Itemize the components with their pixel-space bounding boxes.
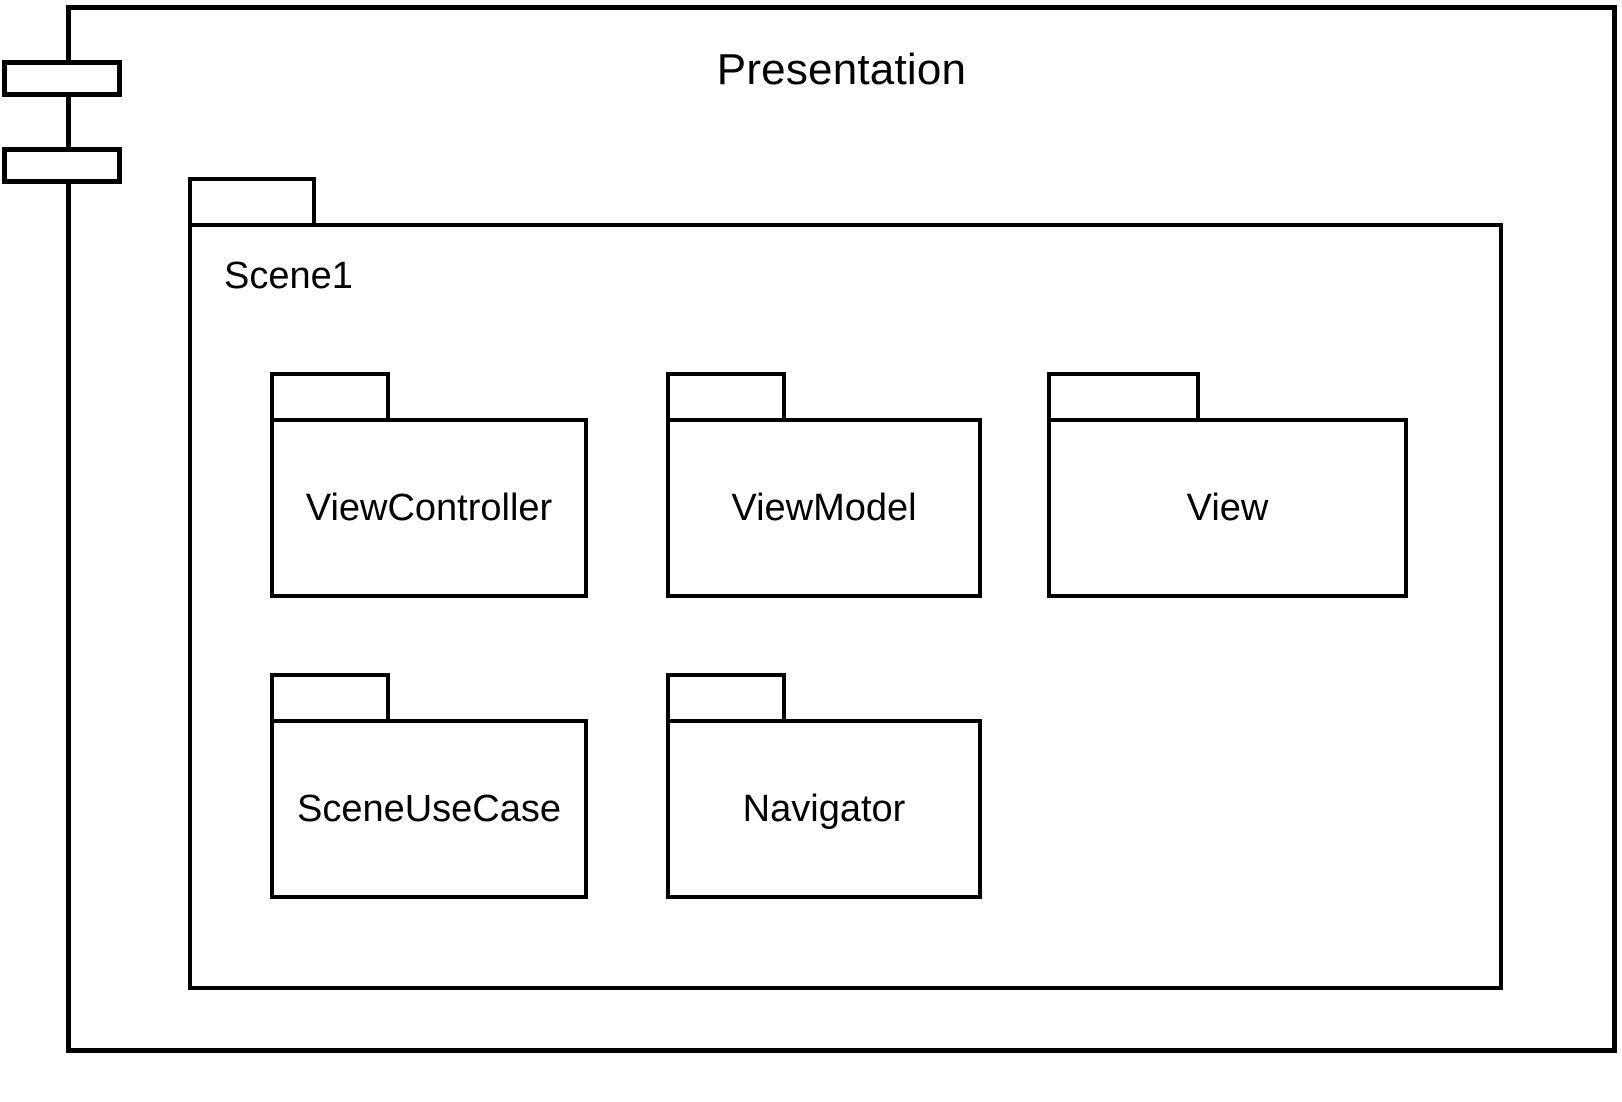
package-viewcontroller-body	[270, 418, 588, 598]
presentation-title: Presentation	[716, 45, 967, 94]
package-navigator-label: Navigator	[742, 788, 906, 830]
package-view-body	[1047, 418, 1408, 598]
package-sceneusecase-tab	[270, 673, 390, 721]
package-sceneusecase-label: SceneUseCase	[296, 788, 562, 830]
uml-component-icon-top-rect	[2, 60, 122, 97]
package-view-label: View	[1186, 487, 1269, 529]
package-navigator-body	[666, 719, 982, 899]
package-scene1-tab	[188, 177, 316, 225]
package-viewmodel-body	[666, 418, 982, 598]
package-viewcontroller-tab	[270, 372, 390, 420]
uml-component-icon-bottom-rect	[2, 147, 122, 184]
package-viewmodel[interactable]: ViewModel	[666, 372, 982, 598]
package-viewmodel-label: ViewModel	[731, 487, 917, 529]
package-scene1-label: Scene1	[224, 255, 353, 297]
package-navigator[interactable]: Navigator	[666, 673, 982, 899]
package-sceneusecase[interactable]: SceneUseCase	[270, 673, 588, 899]
package-viewmodel-tab	[666, 372, 786, 420]
package-view-tab	[1047, 372, 1200, 420]
package-navigator-tab	[666, 673, 786, 721]
package-viewcontroller[interactable]: ViewController	[270, 372, 588, 598]
package-sceneusecase-body	[270, 719, 588, 899]
package-viewcontroller-label: ViewController	[305, 487, 553, 529]
package-view[interactable]: View	[1047, 372, 1408, 598]
